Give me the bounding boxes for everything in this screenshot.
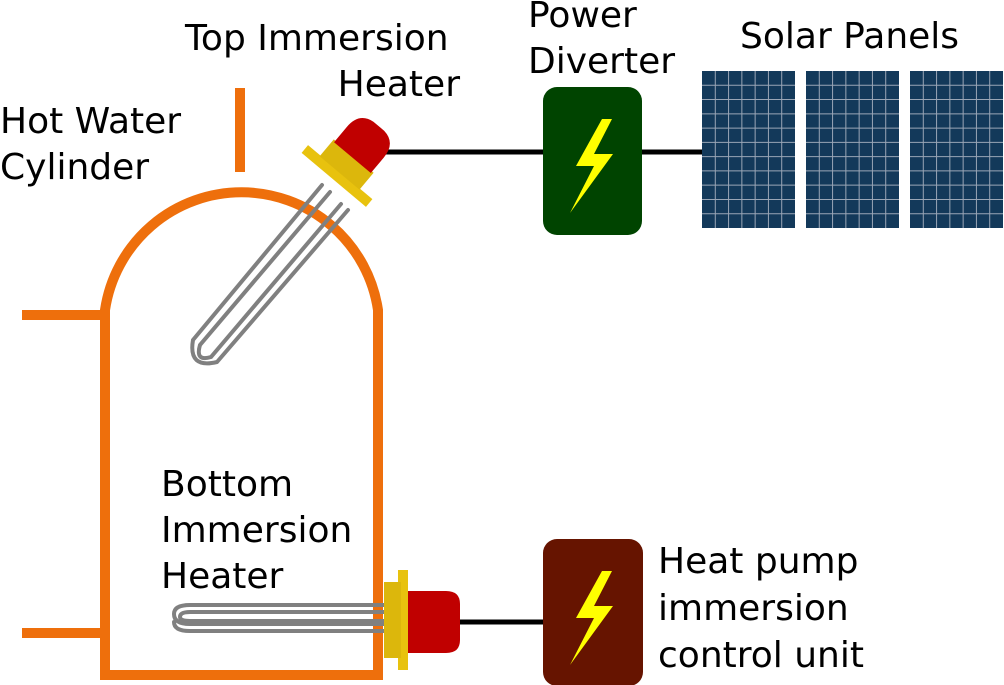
top-immersion-heater	[190, 118, 390, 366]
solar-panel-grid	[910, 71, 1003, 228]
heat-pump-control-unit-label: Heat pump immersion control unit	[658, 541, 870, 676]
solar-panels	[702, 71, 1003, 228]
top-heater-boss	[319, 139, 374, 190]
power-diverter-box	[543, 87, 642, 235]
bottom-heater-element	[171, 603, 387, 633]
top-immersion-heater-label: Top Immersion Heater	[184, 18, 460, 105]
control-unit-lightning-bolt-icon	[570, 571, 613, 665]
solar-panels-label: Solar Panels	[740, 16, 959, 57]
hot-water-cylinder	[22, 88, 383, 680]
hot-water-cylinder-label: Hot Water Cylinder	[0, 101, 193, 188]
power-diverter-label: Power Diverter	[528, 0, 675, 82]
bottom-heater-boss	[384, 582, 401, 658]
cylinder-body	[100, 187, 383, 680]
solar-panel	[806, 71, 899, 228]
bottom-heater-flange	[398, 570, 408, 670]
solar-panel	[702, 71, 795, 228]
bottom-heater-cap	[408, 591, 460, 653]
top-heater-element	[190, 183, 350, 366]
top-heater-cap	[334, 118, 390, 174]
power-diverter-lightning-bolt-icon	[570, 119, 613, 213]
solar-panel	[910, 71, 1003, 228]
bottom-immersion-heater	[171, 570, 460, 670]
solar-panel-grid	[806, 71, 899, 228]
top-heater-flange	[301, 145, 373, 207]
solar-panel-grid	[702, 71, 795, 228]
heat-pump-control-unit-box	[543, 539, 643, 685]
bottom-immersion-heater-label: Bottom Immersion Heater	[161, 464, 364, 597]
